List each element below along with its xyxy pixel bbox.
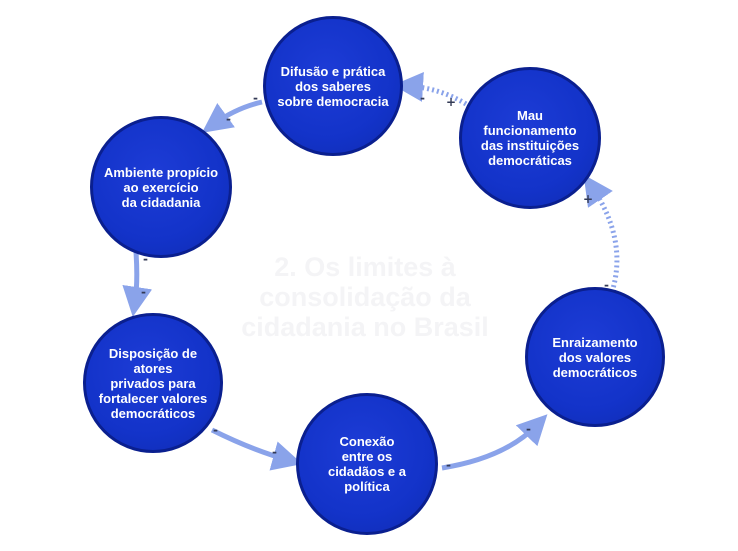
sign-ambiente-target: - [226,112,231,126]
node-difusao: Difusão e prática dos saberes sobre demo… [263,16,403,156]
node-conexao: Conexão entre os cidadãos e a política [296,393,438,535]
sign-enraizamento-source: - [604,278,609,292]
arrow-difusao-to-ambiente [201,99,263,133]
node-label: Enraizamento dos valores democráticos [552,334,638,380]
node-label: Ambiente propício ao exercício da cidada… [103,164,219,210]
sign-ambiente-source: - [143,252,148,266]
node-ambiente: Ambiente propício ao exercício da cidada… [90,116,232,258]
node-disposicao: Disposição de atores privados para forta… [83,313,223,453]
sign-mau-target: + [583,192,594,206]
sign-enraizamento-target: - [526,422,531,436]
arrow-conexao-to-enraizamento [441,414,548,471]
arrow-mau-to-difusao [393,71,468,107]
sign-difusao-target: - [420,91,425,105]
node-label: Difusão e prática dos saberes sobre demo… [277,63,389,109]
node-mau-funcionamento: Mau funcionamento das instituições democ… [459,67,601,209]
diagram-title: 2. Os limites à consolidação da cidadani… [241,252,489,342]
sign-disposicao-source: - [213,423,218,437]
sign-disposicao-target: - [141,285,146,299]
node-enraizamento: Enraizamento dos valores democráticos [525,287,665,427]
node-label: Conexão entre os cidadãos e a política [327,434,407,494]
arrow-ambiente-to-disposicao [122,251,153,317]
sign-conexao-source: - [446,458,451,472]
sign-mau-source: + [446,95,457,109]
sign-conexao-target: - [272,445,277,459]
arrow-enraizamento-to-mau [583,174,620,293]
node-label: Mau funcionamento das instituições democ… [480,108,580,168]
sign-difusao-source: - [253,91,258,105]
node-label: Disposição de atores privados para forta… [98,345,208,421]
arrow-disposicao-to-conexao [210,427,303,471]
